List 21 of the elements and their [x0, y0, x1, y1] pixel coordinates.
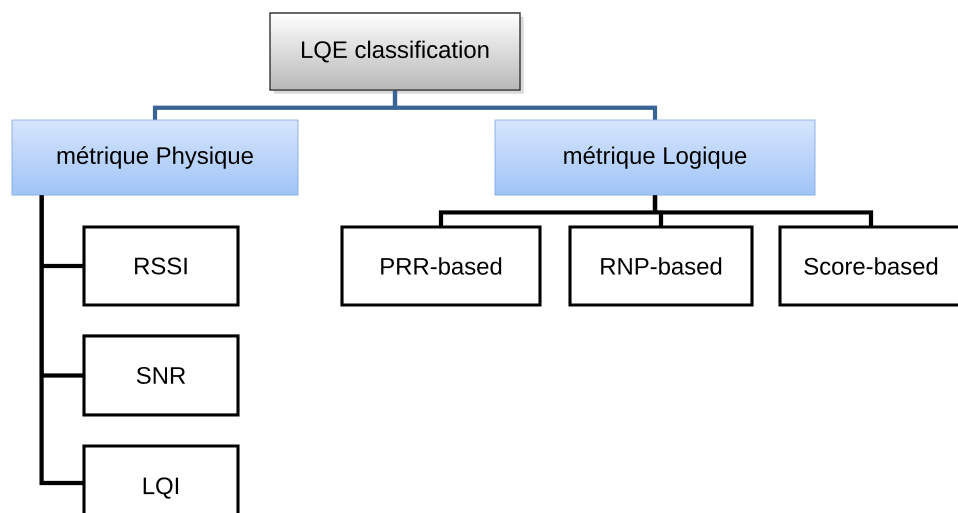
node-label: RSSI — [135, 258, 187, 274]
category-box — [494, 120, 816, 196]
leaf-box — [340, 225, 542, 307]
connector-line — [392, 90, 658, 120]
leaf-box — [82, 334, 240, 417]
category-box — [12, 120, 298, 196]
node-label: PRR-based — [381, 257, 502, 275]
leaf-box — [82, 444, 240, 513]
node-label: SNR — [136, 367, 186, 384]
root-box — [269, 12, 524, 94]
node-label: métrique Logique — [564, 146, 746, 169]
node-label: LQI — [144, 477, 178, 499]
leaf-box — [568, 225, 754, 307]
node-label: RNP-based — [601, 257, 722, 275]
leaf-box — [778, 225, 958, 307]
node-label: LQE classification — [302, 40, 488, 62]
connector-line — [652, 195, 874, 226]
node-label: métrique Physique — [58, 146, 253, 169]
connector-line — [39, 195, 82, 486]
node-label: Score-based — [804, 257, 938, 275]
leaf-box — [82, 225, 240, 307]
